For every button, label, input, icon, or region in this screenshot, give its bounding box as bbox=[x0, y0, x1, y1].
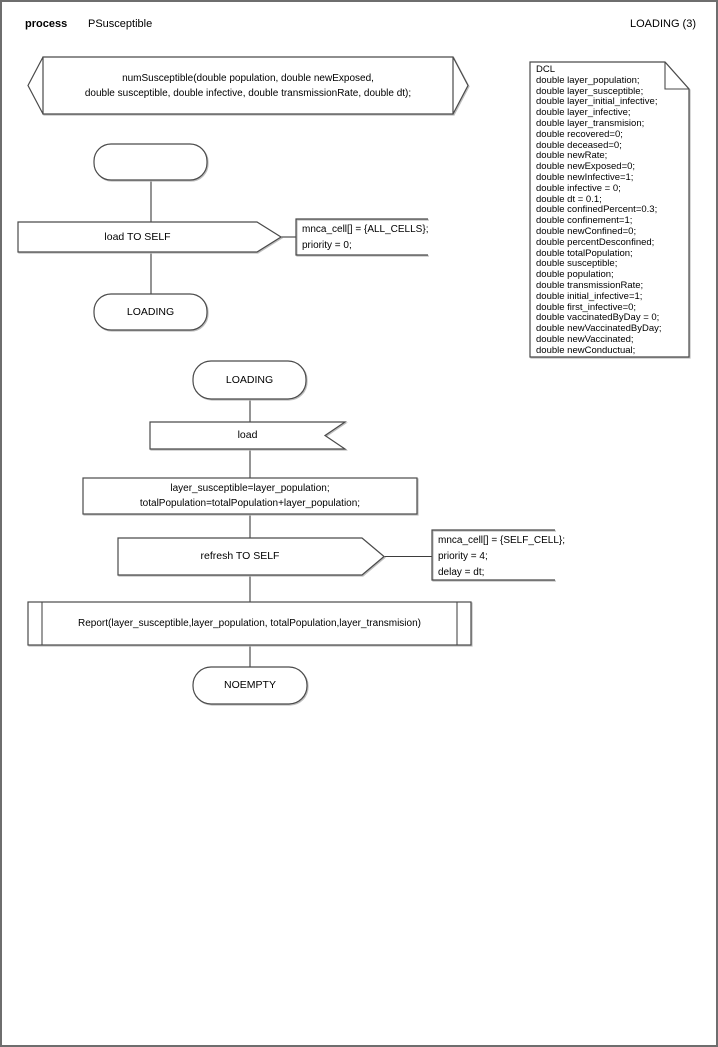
load-input-shape[interactable] bbox=[149, 421, 347, 450]
report-call-label: Report(layer_susceptible,layer_populatio… bbox=[78, 618, 421, 629]
procedure-declaration-shape[interactable] bbox=[27, 56, 469, 115]
load-params-note-shape[interactable] bbox=[295, 218, 428, 256]
procedure-declaration-line2: double susceptible, double infective, do… bbox=[84, 87, 412, 99]
task-shape[interactable] bbox=[82, 477, 418, 515]
declarations-box-shape[interactable] bbox=[529, 61, 690, 358]
dcl-line: double totalPopulation; bbox=[536, 247, 633, 259]
dcl-line: double newExposed=0; bbox=[536, 161, 636, 173]
load-params-line1: mnca_cell[] = {ALL_CELLS}; bbox=[302, 224, 429, 235]
dcl-line: double infective = 0; bbox=[536, 182, 621, 194]
dcl-line: double recovered=0; bbox=[536, 128, 623, 140]
refresh-output-shape[interactable] bbox=[117, 537, 385, 576]
loading2-state-shape[interactable] bbox=[192, 360, 307, 400]
dcl-line: double layer_susceptible; bbox=[536, 85, 644, 97]
diagram-kind-label: process bbox=[25, 18, 68, 30]
procedure-declaration-label: numSusceptible(double population, double… bbox=[43, 57, 453, 114]
dcl-line: double population; bbox=[536, 269, 614, 281]
refresh-params-line2: priority = 4; bbox=[438, 551, 488, 562]
dcl-line: double susceptible; bbox=[536, 258, 618, 270]
loading1-state-label: LOADING bbox=[126, 305, 175, 318]
dcl-line: double confinedPercent=0.3; bbox=[536, 204, 658, 216]
dcl-line: double deceased=0; bbox=[536, 139, 622, 151]
loading1-state-shape[interactable] bbox=[93, 293, 208, 331]
dcl-line: double newRate; bbox=[536, 150, 608, 162]
dcl-line: double newConfined=0; bbox=[536, 225, 637, 237]
dcl-line: double newVaccinated; bbox=[536, 333, 634, 345]
page-state-label: LOADING (3) bbox=[629, 18, 696, 30]
dcl-line: double newConductual; bbox=[536, 344, 636, 356]
dcl-line: double layer_population; bbox=[536, 74, 640, 86]
process-name: PSusceptible bbox=[88, 18, 153, 30]
report-call-shape[interactable] bbox=[27, 601, 472, 646]
dcl-line: double initial_infective=1; bbox=[536, 290, 643, 302]
load-output-shape[interactable] bbox=[17, 221, 283, 253]
load-output-label: load TO SELF bbox=[104, 230, 171, 243]
task-label: layer_susceptible=layer_population; tota… bbox=[83, 478, 417, 514]
task-line2: totalPopulation=totalPopulation+layer_po… bbox=[139, 498, 361, 509]
refresh-output-label: refresh TO SELF bbox=[200, 550, 280, 562]
dcl-line: DCL bbox=[536, 64, 556, 75]
dcl-line: double percentDesconfined; bbox=[536, 236, 655, 248]
load-params-line2: priority = 0; bbox=[302, 240, 352, 251]
loading2-state-label: LOADING bbox=[225, 373, 274, 386]
dcl-line: double confinement=1; bbox=[536, 215, 633, 227]
dcl-line: double newVaccinatedByDay; bbox=[536, 323, 662, 335]
dcl-line: double transmissionRate; bbox=[536, 279, 644, 291]
refresh-params-note-shape[interactable] bbox=[431, 529, 555, 581]
declarations-box-fold bbox=[664, 62, 689, 90]
refresh-params-note-text: mnca_cell[] = {SELF_CELL}; priority = 4;… bbox=[438, 533, 565, 581]
refresh-params-line3: delay = dt; bbox=[438, 567, 485, 578]
dcl-line: double layer_initial_infective; bbox=[536, 96, 658, 108]
dcl-line: double layer_infective; bbox=[536, 107, 631, 119]
start-state-shape[interactable] bbox=[93, 143, 208, 181]
dcl-line: double layer_transmision; bbox=[536, 117, 645, 129]
noempty-state-label: NOEMPTY bbox=[224, 679, 276, 691]
dcl-line: double newInfective=1; bbox=[536, 171, 634, 183]
refresh-params-line1: mnca_cell[] = {SELF_CELL}; bbox=[438, 535, 566, 546]
noempty-state-shape[interactable] bbox=[192, 666, 308, 705]
task-line1: layer_susceptible=layer_population; bbox=[170, 483, 330, 494]
dcl-line: double vaccinatedByDay = 0; bbox=[536, 312, 660, 324]
load-params-note-text: mnca_cell[] = {ALL_CELLS}; priority = 0; bbox=[302, 222, 428, 254]
dcl-line: double first_infective=0; bbox=[536, 301, 637, 313]
load-input-label: load bbox=[237, 429, 258, 441]
dcl-line: double dt = 0.1; bbox=[536, 193, 602, 205]
procedure-declaration-line1: numSusceptible(double population, double… bbox=[122, 72, 374, 84]
